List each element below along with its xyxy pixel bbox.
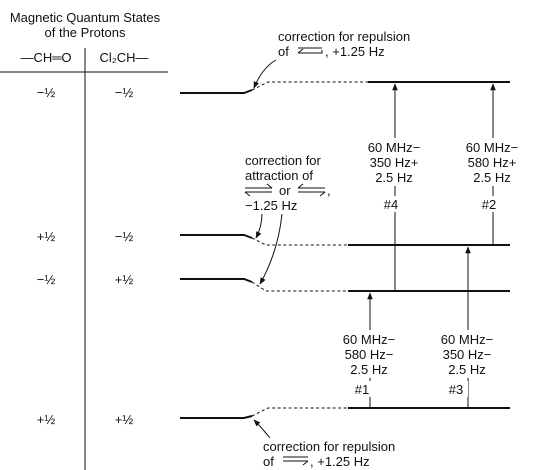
state-value: −½ [115, 85, 134, 100]
transition-3-line2: 350 Hz− [443, 347, 492, 362]
transition-4-line3: 2.5 Hz [375, 170, 413, 185]
transition-2-line1: 60 MHz− [466, 140, 518, 155]
transition-1-line3: 2.5 Hz [350, 362, 388, 377]
attraction-pointer-lower [259, 213, 283, 285]
transition-2-label: #2 [482, 197, 496, 212]
repulsion-bottom-pointer [253, 419, 271, 439]
column-header-aldehyde: —CH═O [20, 50, 71, 65]
state-value: +½ [115, 272, 134, 287]
transition-2-line3: 2.5 Hz [473, 170, 511, 185]
repulsion-bottom-line1: correction for repulsion [263, 439, 395, 454]
transition-3-line3: 2.5 Hz [448, 362, 486, 377]
attraction-line4: −1.25 Hz [245, 198, 297, 213]
repulsion-top-of: of [278, 44, 289, 59]
repulsion-top-pointer [253, 59, 277, 89]
repulsion-top-line1: correction for repulsion [278, 29, 410, 44]
state-value: −½ [37, 85, 56, 100]
state-value: +½ [37, 229, 56, 244]
table-title-line2: of the Protons [45, 25, 126, 40]
double-arrow-left-right-icon [244, 183, 273, 197]
transition-4-line1: 60 MHz− [368, 140, 420, 155]
transition-2-line2: 580 Hz+ [468, 155, 517, 170]
transition-1-label: #1 [355, 382, 369, 397]
attraction-or: or [279, 183, 291, 198]
double-arrow-left-icon [297, 47, 323, 54]
transition-3-label: #3 [449, 382, 463, 397]
attraction-line1: correction for [245, 153, 322, 168]
state-value: −½ [115, 229, 134, 244]
attraction-pointer-upper [255, 213, 263, 239]
state-value: +½ [115, 412, 134, 427]
transition-4-line2: 350 Hz+ [370, 155, 419, 170]
level-uncorrected [180, 415, 253, 419]
state-value: +½ [37, 412, 56, 427]
table-title-line1: Magnetic Quantum States [10, 10, 161, 25]
transition-1-line1: 60 MHz− [343, 332, 395, 347]
double-arrow-right-left-icon [297, 183, 326, 197]
level-uncorrected [180, 234, 253, 239]
level-correction-path [251, 237, 348, 246]
repulsion-top-value: , +1.25 Hz [325, 44, 385, 59]
double-arrow-right-icon [283, 456, 309, 466]
transition-3-line1: 60 MHz− [441, 332, 493, 347]
state-value: −½ [37, 272, 56, 287]
level-correction-path [251, 81, 368, 91]
repulsion-bottom-of: of [263, 454, 274, 469]
level-uncorrected [180, 278, 253, 283]
repulsion-bottom-value: , +1.25 Hz [310, 454, 370, 469]
level-uncorrected [180, 89, 253, 94]
column-header-dichloromethyl: Cl₂CH— [99, 50, 148, 65]
svg-text:,: , [327, 183, 331, 198]
transition-1-line2: 580 Hz− [345, 347, 394, 362]
attraction-line2: attraction of [245, 168, 313, 183]
transition-4-label: #4 [384, 197, 398, 212]
level-correction-path [251, 407, 348, 417]
level-correction-path [251, 281, 348, 292]
